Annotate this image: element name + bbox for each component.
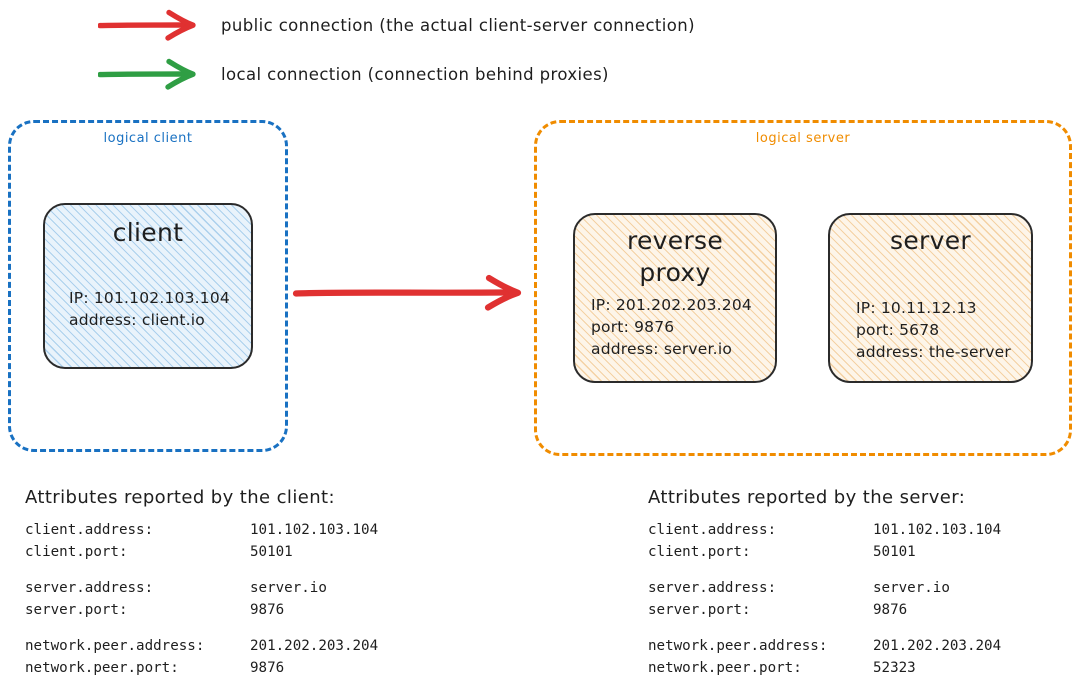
attr-row: network.peer.address: 201.202.203.204 [25, 636, 378, 658]
server-attributes-block: Attributes reported by the server: clien… [648, 487, 1001, 679]
attr-value: 52323 [873, 659, 916, 676]
public-connection-main-arrow [292, 274, 522, 311]
attr-value: server.io [873, 580, 950, 597]
legend-row-local: local connection (connection behind prox… [98, 57, 609, 91]
node-client-title: client [112, 218, 184, 247]
attr-value: server.io [250, 580, 327, 597]
node-reverse-proxy-details: IP: 201.202.203.204 port: 9876 address: … [591, 294, 752, 360]
legend-label-public: public connection (the actual client-ser… [221, 15, 695, 35]
logical-server-group: logical server reverse proxy IP: 201.202… [534, 120, 1072, 456]
attr-row: client.address: 101.102.103.104 [25, 520, 378, 542]
node-client-line-ip: IP: 101.102.103.104 [69, 289, 230, 307]
node-reverse-proxy-line-ip: IP: 201.202.203.204 [591, 296, 752, 314]
logical-client-group: logical client client IP: 101.102.103.10… [8, 120, 288, 452]
attr-row-spacer [25, 563, 378, 578]
attr-row: server.port: 9876 [648, 600, 1001, 622]
attr-row-spacer [25, 621, 378, 636]
attr-key: server.port: [25, 601, 128, 618]
node-server-line-address: address: the-server [856, 343, 1011, 361]
attr-key: network.peer.port: [25, 659, 179, 676]
attr-key: client.port: [25, 543, 128, 560]
attr-row-spacer [648, 621, 1001, 636]
node-server-line-port: port: 5678 [856, 321, 940, 339]
attr-value: 9876 [873, 601, 908, 618]
node-reverse-proxy-line-port: port: 9876 [591, 318, 675, 336]
legend-row-public: public connection (the actual client-ser… [98, 8, 695, 42]
node-client[interactable]: client IP: 101.102.103.104 address: clie… [43, 203, 253, 369]
attr-value: 101.102.103.104 [250, 522, 379, 538]
node-server-line-ip: IP: 10.11.12.13 [856, 299, 977, 317]
attr-row: network.peer.port: 9876 [25, 658, 378, 680]
attr-value: 201.202.203.204 [250, 638, 379, 655]
attr-row: server.port: 9876 [25, 600, 378, 622]
attr-row: client.port: 50101 [648, 542, 1001, 564]
attr-spacer-cell [648, 621, 1001, 636]
node-server-title: server [890, 226, 971, 255]
attr-row: server.address: server.io [25, 578, 378, 600]
attr-key: network.peer.port: [648, 659, 802, 676]
attr-key: server.address: [648, 580, 777, 597]
node-server[interactable]: server IP: 10.11.12.13 port: 5678 addres… [828, 213, 1033, 383]
server-attributes-heading: Attributes reported by the server: [648, 487, 966, 508]
client-attributes-heading: Attributes reported by the client: [25, 487, 335, 508]
server-attributes-table: client.address: 101.102.103.104 client.por… [648, 520, 1001, 679]
attr-key: client.address: [25, 522, 154, 538]
node-client-line-address: address: client.io [69, 311, 205, 329]
attr-row: network.peer.address: 201.202.203.204 [648, 636, 1001, 658]
attr-value: 50101 [250, 543, 293, 560]
logical-client-label: logical client [103, 131, 193, 146]
node-reverse-proxy-line-address: address: server.io [591, 340, 733, 358]
attr-key: client.port: [648, 543, 751, 560]
attr-row: client.port: 50101 [25, 542, 378, 564]
attr-key: client.address: [648, 522, 777, 538]
attr-value: 9876 [250, 601, 285, 618]
attr-value: 9876 [250, 659, 285, 676]
local-connection-arrow-icon [98, 58, 196, 90]
attr-spacer-cell [25, 621, 378, 636]
public-connection-arrow-icon [98, 9, 196, 41]
attr-row: server.address: server.io [648, 578, 1001, 600]
client-attributes-block: Attributes reported by the client: clien… [25, 487, 378, 679]
server-attributes-rows: client.address: 101.102.103.104 client.por… [648, 520, 1001, 679]
logical-server-label: logical server [755, 131, 851, 146]
node-reverse-proxy[interactable]: reverse proxy IP: 201.202.203.204 port: … [573, 213, 777, 383]
attr-row-spacer [648, 563, 1001, 578]
attr-row: client.address: 101.102.103.104 [648, 520, 1001, 542]
node-reverse-proxy-title: reverse proxy [626, 226, 724, 287]
attr-value: 101.102.103.104 [873, 522, 1002, 538]
attr-value: 50101 [873, 543, 916, 560]
attr-key: network.peer.address: [648, 638, 828, 655]
attr-key: network.peer.address: [25, 638, 205, 655]
attr-key: server.address: [25, 580, 154, 597]
node-server-details: IP: 10.11.12.13 port: 5678 address: the-… [856, 297, 1011, 363]
attr-key: server.port: [648, 601, 751, 618]
attr-row: network.peer.port: 52323 [648, 658, 1001, 680]
attr-spacer-cell [25, 563, 378, 578]
node-client-details: IP: 101.102.103.104 address: client.io [69, 287, 230, 331]
legend-label-local: local connection (connection behind prox… [221, 64, 609, 84]
attr-spacer-cell [648, 563, 1001, 578]
client-attributes-rows: client.address: 101.102.103.104 client.por… [25, 520, 378, 679]
client-attributes-table: client.address: 101.102.103.104 client.por… [25, 520, 378, 679]
attr-value: 201.202.203.204 [873, 638, 1002, 655]
